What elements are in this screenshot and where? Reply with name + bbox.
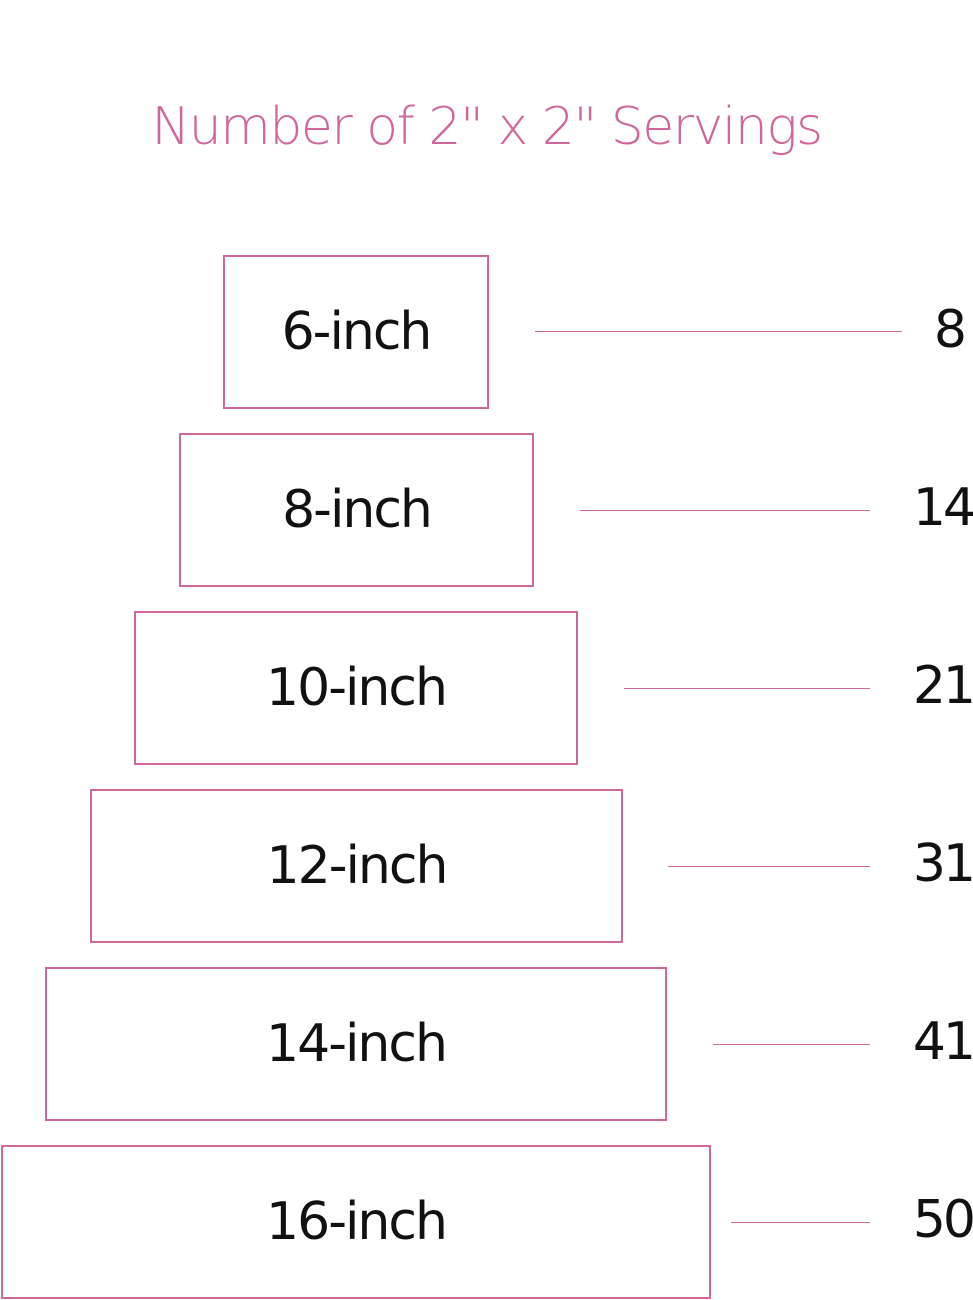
leader-line <box>535 331 902 332</box>
tier-box-12-inch: 12-inch <box>90 789 623 943</box>
tier-box-6-inch: 6-inch <box>223 255 489 409</box>
leader-line <box>668 866 870 867</box>
servings-count: 21 <box>912 656 973 716</box>
leader-line <box>731 1222 870 1223</box>
servings-count: 50 <box>912 1190 973 1250</box>
tier-size-label: 6-inch <box>281 302 433 362</box>
servings-count: 8 <box>933 300 967 360</box>
tier-size-label: 10-inch <box>266 658 448 718</box>
servings-count: 31 <box>912 834 973 894</box>
diagram-title: Number of 2" x 2" Servings <box>151 97 823 157</box>
servings-count: 41 <box>912 1012 973 1072</box>
tier-size-label: 16-inch <box>266 1192 448 1252</box>
tier-size-label: 14-inch <box>266 1014 448 1074</box>
tier-box-16-inch: 16-inch <box>1 1145 711 1299</box>
tier-size-label: 8-inch <box>282 480 433 540</box>
leader-line <box>580 510 870 511</box>
leader-line <box>713 1044 870 1045</box>
servings-count: 14 <box>912 478 973 538</box>
leader-line <box>624 688 870 689</box>
tier-size-label: 12-inch <box>266 836 449 896</box>
tier-box-14-inch: 14-inch <box>45 967 667 1121</box>
tier-box-8-inch: 8-inch <box>179 433 534 587</box>
tier-box-10-inch: 10-inch <box>134 611 578 765</box>
